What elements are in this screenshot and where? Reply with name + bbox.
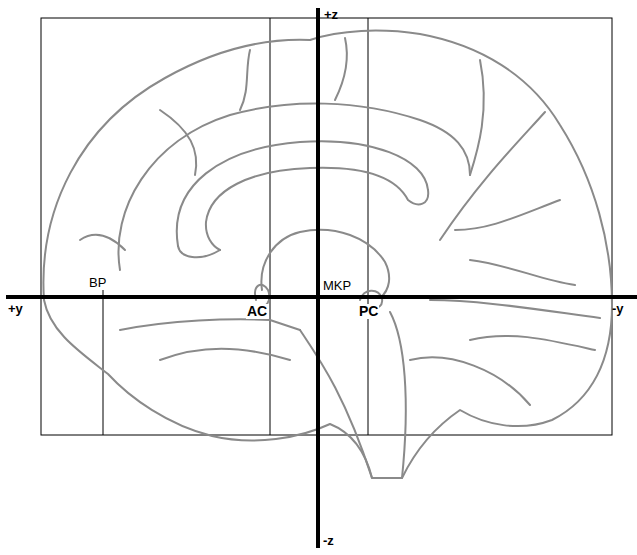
z-axis <box>316 8 320 548</box>
frontal-sulcus <box>240 50 250 110</box>
pc-vertical-line <box>368 18 369 435</box>
brainstem-back <box>390 312 406 478</box>
axis-label: +y <box>8 302 23 316</box>
corpus-callosum <box>177 141 428 250</box>
tentorium <box>410 357 530 405</box>
ac-vertical-line <box>270 18 271 435</box>
central-sulcus <box>335 38 347 100</box>
occipital-sulcus <box>470 260 575 285</box>
y-axis <box>6 295 637 299</box>
cortex-outline <box>43 31 612 478</box>
structure-label: AC <box>246 304 268 319</box>
corpus-callosum-genu <box>178 246 220 257</box>
bp-vertical-line <box>103 290 104 435</box>
temporal-sulcus <box>120 319 300 330</box>
calcarine-sulcus <box>430 300 600 318</box>
brain-outline <box>43 31 612 478</box>
coordinate-axes <box>6 8 637 548</box>
structure-label: BP <box>88 276 107 290</box>
brainstem-front <box>300 330 372 478</box>
inferior-sulcus <box>160 349 290 360</box>
axis-label: -z <box>323 534 334 548</box>
rostral-sulcus <box>80 235 125 250</box>
structure-label: MKP <box>322 279 352 293</box>
cingulate-sulcus <box>118 104 470 270</box>
parieto-occipital-fissure <box>440 112 545 240</box>
axis-label: -y <box>612 302 624 316</box>
marginal-sulcus <box>470 60 484 175</box>
frontal-sulcus-2 <box>160 110 196 175</box>
structure-label: PC <box>358 304 379 319</box>
thalamus <box>261 230 389 298</box>
lingual-sulcus <box>470 336 595 350</box>
parieto-occipital-sulcus <box>455 200 560 230</box>
axis-label: +z <box>324 8 338 22</box>
